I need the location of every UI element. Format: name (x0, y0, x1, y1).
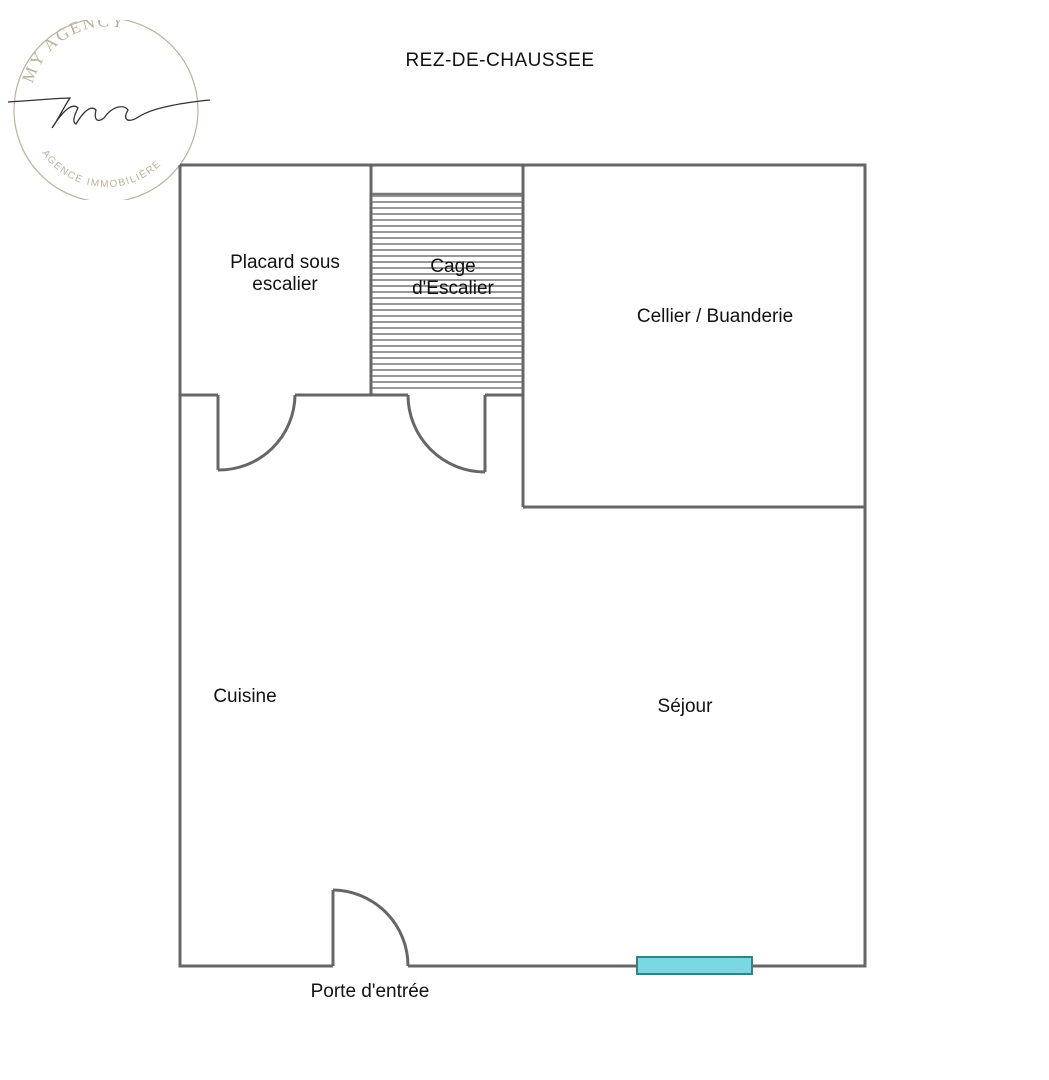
room-label-entree: Porte d'entrée (310, 981, 430, 1002)
agency-seal-icon: MY AGENCY AGENCE IMMOBILIÈRE (7, 11, 211, 203)
entrance-door-swing (332, 888, 410, 967)
room-label-cuisine: Cuisine (213, 686, 277, 707)
cage-line-1: Cage (430, 256, 476, 277)
room-label-cage: Cage d'Escalier (378, 256, 528, 300)
closet-door-swing (217, 394, 297, 472)
window (636, 956, 753, 975)
cage-line-2: d'Escalier (412, 278, 494, 299)
placard-line-1: Placard sous (230, 252, 340, 273)
stair-treads (372, 192, 522, 389)
room-label-cellier: Cellier / Buanderie (636, 306, 794, 327)
outer-wall-left (178, 165, 333, 968)
agency-logo: MY AGENCY AGENCE IMMOBILIÈRE (0, 11, 230, 205)
stair-door-swing (406, 394, 486, 474)
room-label-placard: Placard sous escalier (205, 252, 365, 296)
walls (178, 163, 867, 968)
room-label-sejour: Séjour (657, 696, 713, 717)
placard-line-2: escalier (252, 274, 318, 295)
plan-title: REZ-DE-CHAUSSEE (405, 50, 595, 71)
